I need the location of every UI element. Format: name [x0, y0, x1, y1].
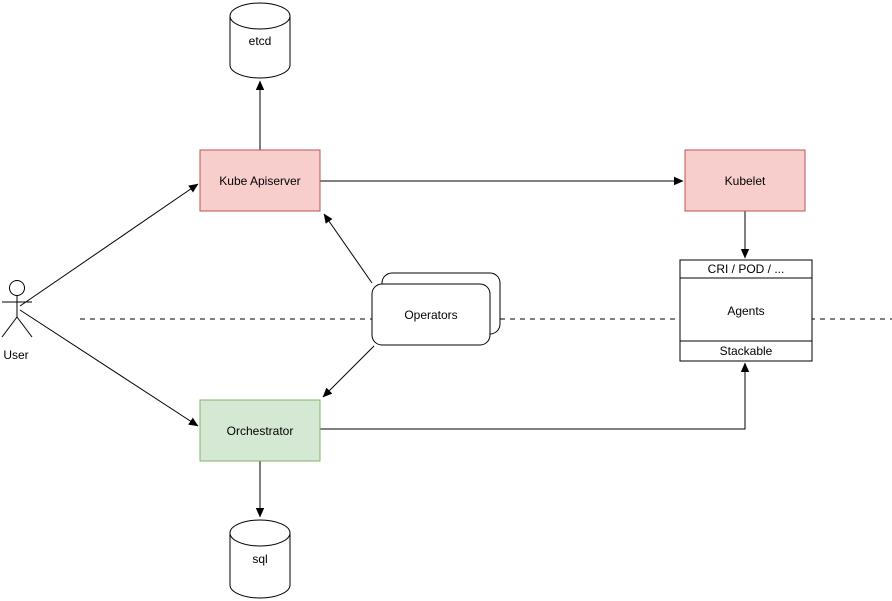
kube-apiserver-node: Kube Apiserver: [199, 149, 321, 212]
operators-front-card: [371, 283, 491, 346]
edges-layer: [19, 80, 750, 518]
user-actor-head: [9, 280, 25, 296]
agents-label: Agents: [727, 304, 764, 318]
edge-user-to-orchestrator: [19, 309, 199, 427]
edge-user-to-kube-apiserver: [19, 183, 199, 307]
etcd-label: etcd: [249, 34, 272, 48]
agents-node: CRI / POD / ... Agents Stackable: [679, 259, 813, 362]
sql-node: sql: [229, 519, 291, 599]
kubelet-node: Kubelet: [684, 149, 806, 212]
operators-label: Operators: [404, 308, 457, 322]
orchestrator-box: [199, 399, 321, 462]
user-actor-right-leg: [16, 316, 33, 338]
kube-apiserver-label: Kube Apiserver: [219, 174, 300, 188]
user-actor-left-leg: [1, 316, 18, 338]
edge-operators-to-kube-apiserver: [323, 213, 373, 284]
kubelet-box: [684, 149, 806, 212]
agents-footer-label: Stackable: [720, 344, 773, 358]
user-actor: User: [1, 280, 33, 362]
orchestrator-node: Orchestrator: [199, 399, 321, 462]
operators-node: Operators: [371, 272, 501, 346]
sql-cylinder-body: [229, 533, 291, 599]
user-label: User: [3, 348, 28, 362]
kube-apiserver-box: [199, 149, 321, 212]
sql-cylinder-top: [229, 519, 291, 547]
agents-box: [679, 259, 813, 362]
orchestrator-label: Orchestrator: [227, 424, 294, 438]
etcd-cylinder-body: [229, 16, 291, 79]
edge-operators-to-orchestrator: [322, 345, 375, 398]
sql-label: sql: [252, 552, 267, 566]
kubelet-label: Kubelet: [725, 174, 766, 188]
edge-orchestrator-to-stackable: [320, 362, 750, 430]
agents-header-label: CRI / POD / ...: [708, 262, 785, 276]
etcd-cylinder-top: [229, 2, 291, 30]
etcd-node: etcd: [229, 2, 291, 79]
